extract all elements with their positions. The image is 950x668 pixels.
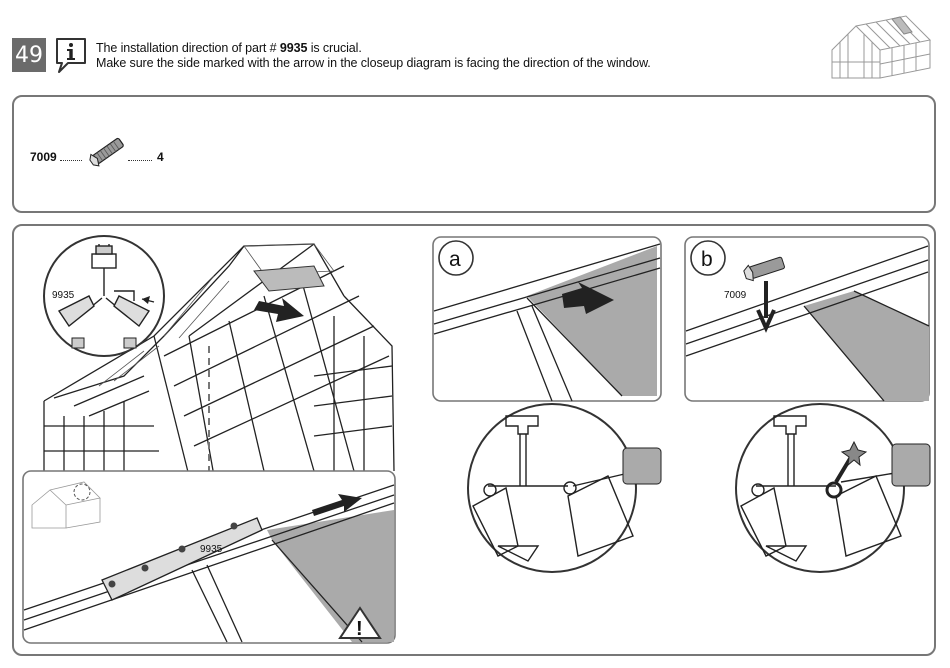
instruction-line-2: Make sure the side marked with the arrow… <box>96 56 651 71</box>
profile-cross-section-a <box>458 396 662 574</box>
panel-label-b: b <box>701 248 713 271</box>
instruction-line-1: The installation direction of part # 993… <box>96 41 651 56</box>
instruction-suffix: is crucial. <box>307 41 361 55</box>
instruction-prefix: The installation direction of part # <box>96 41 280 55</box>
greenhouse-thumbnail-icon <box>826 12 938 82</box>
part-code: 7009 <box>30 150 57 164</box>
step-number-badge: 49 <box>12 38 46 72</box>
dotted-leader <box>128 152 152 161</box>
panel-label-a: a <box>449 248 461 271</box>
dotted-leader <box>60 152 82 161</box>
svg-text:!: ! <box>356 618 363 640</box>
roof-bar-closeup-inset: 9935 ! <box>22 470 396 644</box>
panel-b-part-label: 7009 <box>724 290 747 301</box>
instruction-text: The installation direction of part # 993… <box>96 41 651 71</box>
instruction-part-number: 9935 <box>280 41 307 55</box>
detail-panel-a: a <box>432 236 662 402</box>
greenhouse-roof-illustration: 9935 <box>14 226 414 471</box>
detail-panel-b: b 7009 <box>684 236 930 402</box>
profile-cross-section-b <box>726 396 936 574</box>
part-quantity: 4 <box>157 150 164 164</box>
connector-part-icon <box>84 132 132 170</box>
arrow-icon <box>254 298 304 322</box>
inset-part-label: 9935 <box>200 544 223 555</box>
info-icon <box>54 36 88 76</box>
callout-part-label: 9935 <box>52 290 75 301</box>
